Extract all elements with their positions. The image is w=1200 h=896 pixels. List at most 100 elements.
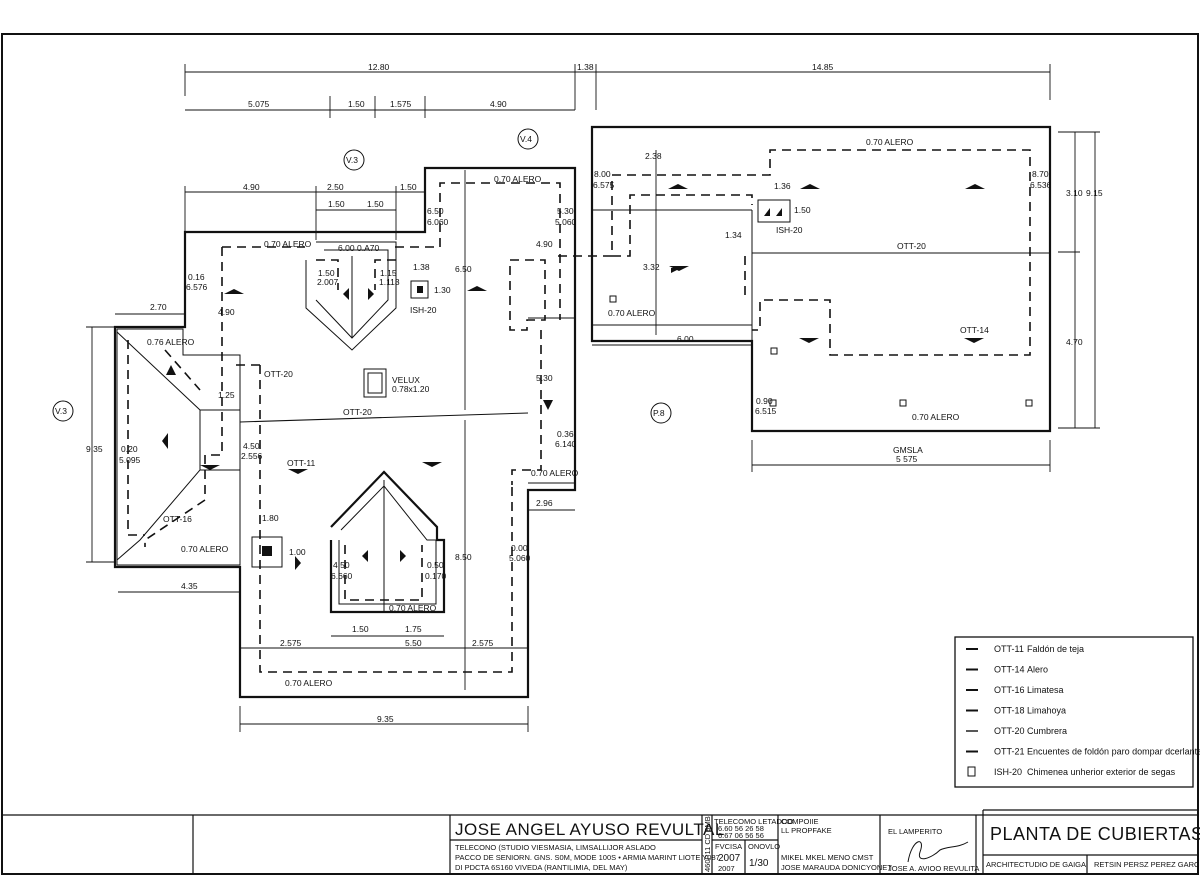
small-5-095: 5.095: [119, 455, 141, 465]
title-block-line1: TELECONO (STUDIO VIESMASIA, LIMSALLIJOR …: [455, 843, 656, 852]
dim-14-85: 14.85: [812, 62, 834, 72]
legend-code: ISH-20: [994, 767, 1022, 777]
signature-scribble: [907, 841, 969, 863]
west-building-labels: 0.70 ALERO 0.76 ALERO 0.70 ALERO 0.70 AL…: [86, 170, 579, 732]
west-building: [113, 166, 577, 699]
title-block-vertical-code: 460P11 CD 8MB: [703, 816, 712, 872]
small-1-50: 1.50: [318, 268, 335, 278]
legend-code: OTT-11: [994, 644, 1024, 654]
marker-v4: V.4: [520, 134, 532, 144]
small-5-060: 5.060: [555, 217, 577, 227]
dim-8-50: 8.50: [455, 552, 472, 562]
small-4-50: 4.50: [243, 441, 260, 451]
label-alero-east-bottom: 0.70 ALERO: [912, 412, 960, 422]
telephone-heading: TELECOMO LETADOO: [714, 817, 794, 826]
architect-office: ARCHITECTUDIO DE GAIGA: [986, 860, 1086, 869]
small-6-060: 6.060: [427, 217, 449, 227]
legend-code: OTT-16: [994, 685, 1025, 695]
label-ott20-b: OTT-20: [343, 407, 372, 417]
date-value-2: 2007: [718, 864, 735, 873]
label-alero-top: 0.70 ALERO: [264, 239, 312, 249]
label-ott14: OTT-14: [960, 325, 989, 335]
plan-title: PLANTA DE CUBIERTAS: [990, 824, 1200, 844]
dim-4-70: 4.70: [1066, 337, 1083, 347]
telephone-row-1: 6.60 56 26 58: [718, 824, 764, 833]
dim-9-15: 9.15: [1086, 188, 1103, 198]
label-alero-bottomleft: 0.70 ALERO: [181, 544, 229, 554]
small-0-50: 0.50: [427, 560, 444, 570]
label-velux-1: VELUX: [392, 375, 420, 385]
dim-2-575-b: 2.575: [472, 638, 494, 648]
date-value-1: 2007: [718, 853, 741, 864]
dim-1-50-d: 1.50: [328, 199, 345, 209]
small-2-556: 2.556: [241, 451, 263, 461]
legend-code: OTT-21: [994, 747, 1025, 757]
east-building: 3.10 9.15 4.70 6.00 GMSLA 5 575 2.38 3.3…: [558, 125, 1103, 472]
title-block-name: JOSE ANGEL AYUSO REVULTAL: [455, 820, 725, 839]
dim-1-575: 1.575: [390, 99, 412, 109]
dim-1-50-f: 1.50: [352, 624, 369, 634]
title-block-line3: DI PDCTA 6S160 VIVEDA (RANTILIMIA, DEL M…: [455, 863, 628, 872]
legend-text: Cumbrera: [1027, 726, 1067, 736]
label-ott20-c: OTT-20: [897, 241, 926, 251]
dim-1-38: 1.38: [577, 62, 594, 72]
legend-code: OTT-14: [994, 665, 1025, 675]
label-alero-ridge: 0.70 ALERO: [494, 174, 542, 184]
dim-9-35-horizontal: 9.35: [377, 714, 394, 724]
label-gmsla: GMSLA: [893, 445, 923, 455]
label-ott11: OTT-11: [287, 458, 315, 468]
legend-code: OTT-18: [994, 706, 1025, 716]
legend-text: Chimenea unherior exterior de segas: [1027, 767, 1176, 777]
small-5-060-b: 5.060: [509, 553, 531, 563]
label-ish20-b: ISH-20: [776, 225, 803, 235]
small-5-30: 5.30: [557, 206, 574, 216]
dim-1-36: 1.36: [774, 181, 791, 191]
scale-value: 1/30: [749, 858, 769, 869]
small-1-15: 1.15: [380, 268, 397, 278]
small-0-170: 0.170: [425, 571, 447, 581]
author-name: RETSIN PERSZ PEREZ GARCIA: [1094, 860, 1200, 869]
dim-1-75: 1.75: [405, 624, 422, 634]
small-2-007: 2.007: [317, 277, 339, 287]
legend-symbol-chimney: [967, 766, 976, 777]
dim-1-80: 1.80: [262, 513, 279, 523]
dim-2-575-a: 2.575: [280, 638, 302, 648]
label-alero-east-top: 0.70 ALERO: [866, 137, 914, 147]
label-alero-right: 0.70 ALERO: [531, 468, 579, 478]
sheet-frame: [1, 33, 1199, 875]
small-0-20: 0.20: [121, 444, 138, 454]
marker-v3-top: V.3: [346, 155, 358, 165]
small-0-a70: 0.A70: [357, 243, 379, 253]
small-6-660: 6.660: [331, 571, 353, 581]
dim-4-90-d: 4.90: [536, 239, 553, 249]
dim-6-00: 6.00: [677, 334, 694, 344]
dim-12-80: 12.80: [368, 62, 390, 72]
dim-4-90-b: 4.90: [243, 182, 260, 192]
small-0-16: 0.16: [188, 272, 205, 282]
label-ott20-a: OTT-20: [264, 369, 293, 379]
dim-1-30: 1.30: [434, 285, 451, 295]
small-6-536: 6.536: [1030, 180, 1052, 190]
dim-4-90-c: 4.90: [218, 307, 235, 317]
dim-3-32: 3.32: [643, 262, 660, 272]
marker-p8: P.8: [653, 408, 665, 418]
small-8-70: 8.70: [1032, 169, 1049, 179]
top-dimension-chain: 12.80 1.38 14.85 5.075 1.50 1.575 4.90 4…: [184, 62, 1051, 240]
label-alero-east-mid: 0.70 ALERO: [608, 308, 656, 318]
section-markers: V.3 V.4 V.3 P.8: [52, 128, 672, 424]
dim-5-50: 5.50: [405, 638, 422, 648]
small-6-50: 6.50: [427, 206, 444, 216]
dim-1-34: 1.34: [725, 230, 742, 240]
dim-2-50: 2.50: [327, 182, 344, 192]
label-alero-076: 0.76 ALERO: [147, 337, 195, 347]
dim-1-50-e: 1.50: [367, 199, 384, 209]
small-6-140: 6.140: [555, 439, 577, 449]
small-6-576: 6.576: [186, 282, 208, 292]
dim-9-35-vertical: 9.35: [86, 444, 103, 454]
dim-1-50-c: 1.50: [400, 182, 417, 192]
scale-label: ONOVLO: [748, 842, 780, 851]
